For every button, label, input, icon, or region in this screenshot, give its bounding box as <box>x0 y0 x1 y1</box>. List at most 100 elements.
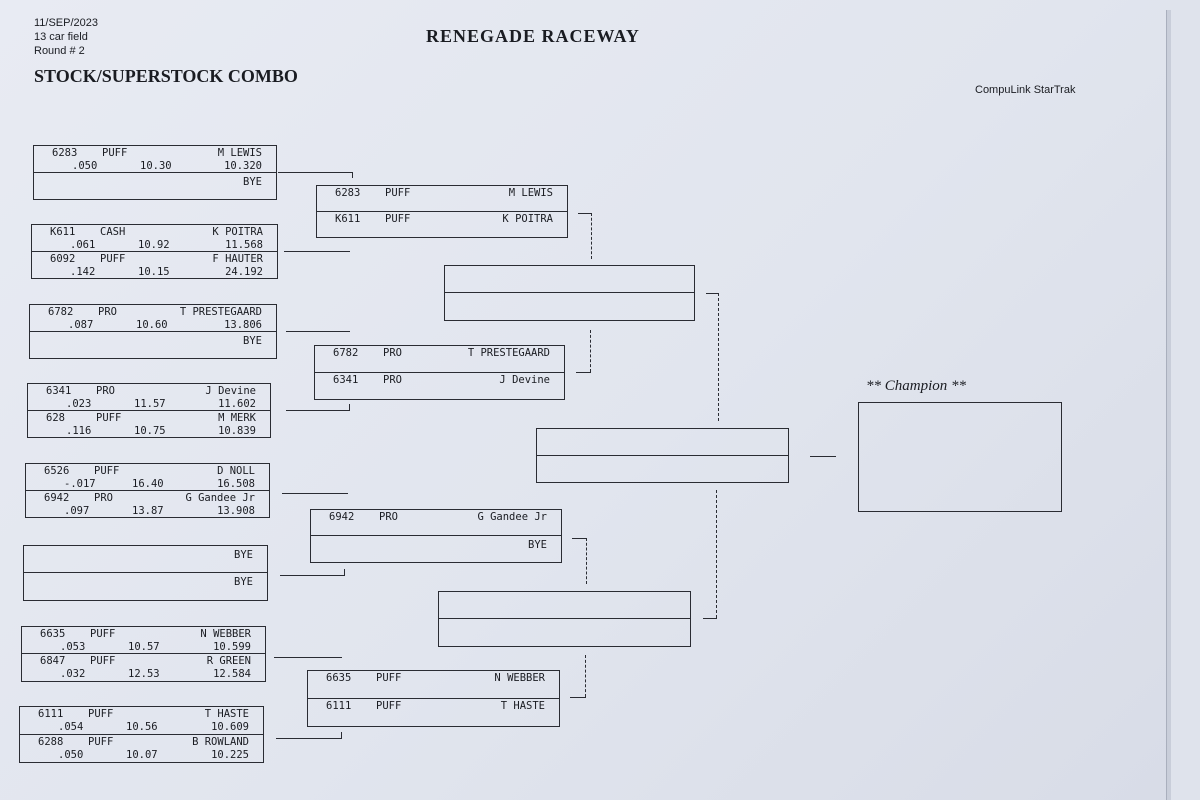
car-class: PUFF <box>90 628 116 640</box>
reaction-time: .050 <box>58 748 84 761</box>
dial-in: 10.56 <box>126 721 158 733</box>
dial-in: 12.53 <box>128 668 160 680</box>
round3-matchup-2 <box>438 591 691 647</box>
elapsed-time: 11.602 <box>218 398 256 410</box>
car-number: 6635 <box>40 628 66 640</box>
car-number: 6942 <box>329 511 355 523</box>
champion-label: ** Champion ** <box>866 378 967 394</box>
lane-bottom: 6288 PUFF B ROWLAND .050 10.07 10.225 <box>20 735 263 763</box>
dial-in: 10.57 <box>128 641 160 653</box>
reaction-time: .054 <box>58 721 84 733</box>
driver-name: M LEWIS <box>508 187 553 199</box>
connector <box>280 575 344 576</box>
driver-name: F HAUTER <box>212 252 263 265</box>
elapsed-time: 16.508 <box>217 478 255 490</box>
driver-name: D NOLL <box>217 465 255 477</box>
field-size: 13 car field <box>34 31 88 43</box>
car-number: 6782 <box>333 347 359 359</box>
connector <box>706 293 719 294</box>
reaction-time: .087 <box>68 319 94 331</box>
driver-name: K POITRA <box>502 212 553 225</box>
driver-name: M MERK <box>218 411 256 424</box>
car-class: PRO <box>94 491 113 504</box>
driver-name: N WEBBER <box>494 672 545 684</box>
car-number: 6111 <box>38 708 64 720</box>
connector <box>718 293 719 421</box>
car-number: 6942 <box>44 491 70 504</box>
driver-name: B ROWLAND <box>192 735 249 748</box>
bye-label: BYE <box>234 549 253 561</box>
reaction-time: .142 <box>70 265 96 278</box>
connector <box>341 732 342 739</box>
lane-bottom <box>439 619 690 646</box>
connector <box>572 538 586 539</box>
champion-box <box>858 402 1062 512</box>
elapsed-time: 10.225 <box>211 748 249 761</box>
lane-top <box>439 592 690 619</box>
car-class: PUFF <box>102 147 128 159</box>
class-title: STOCK/SUPERSTOCK COMBO <box>34 66 298 86</box>
dial-in: 10.15 <box>138 265 170 278</box>
elapsed-time: 11.568 <box>225 239 263 251</box>
dial-in: 10.07 <box>126 748 158 761</box>
connector <box>585 655 586 697</box>
car-class: PUFF <box>385 212 411 225</box>
connector <box>284 251 350 252</box>
car-class: PRO <box>383 347 402 359</box>
car-class: PRO <box>379 511 398 523</box>
reaction-time: .053 <box>60 641 86 653</box>
lane-top: 6942 PRO G Gandee Jr <box>311 510 561 536</box>
reaction-time: .032 <box>60 668 86 680</box>
reaction-time: .116 <box>66 424 92 437</box>
connector <box>278 172 352 173</box>
car-number: 6288 <box>38 735 64 748</box>
reaction-time: .023 <box>66 398 92 410</box>
driver-name: T HASTE <box>204 708 249 720</box>
car-class: PUFF <box>376 672 402 684</box>
lane-top <box>537 429 788 456</box>
lane-bottom <box>445 293 694 320</box>
reaction-time: .050 <box>72 160 98 172</box>
round-number: Round # 2 <box>34 45 85 57</box>
car-class: PUFF <box>88 735 114 748</box>
car-number: K611 <box>335 212 361 225</box>
driver-name: G Gandee Jr <box>477 511 547 523</box>
car-class: PUFF <box>90 655 116 667</box>
car-number: 6847 <box>40 655 66 667</box>
lane-top: BYE <box>24 546 267 573</box>
car-number: 6111 <box>326 699 352 712</box>
dial-in: 10.30 <box>140 160 172 172</box>
driver-name: T PRESTEGAARD <box>467 347 550 359</box>
bye-label: BYE <box>243 334 262 347</box>
race-date: 11/SEP/2023 <box>34 17 99 29</box>
final-matchup <box>536 428 789 483</box>
driver-name: G Gandee Jr <box>185 491 255 504</box>
car-class: PUFF <box>100 252 126 265</box>
car-number: 6782 <box>48 306 74 318</box>
car-class: PUFF <box>88 708 114 720</box>
elapsed-time: 12.584 <box>213 668 251 680</box>
connector <box>590 330 591 372</box>
reaction-time: .061 <box>70 239 96 251</box>
car-class: PUFF <box>96 411 122 424</box>
connector <box>716 490 717 618</box>
driver-name: J Devine <box>499 373 550 386</box>
driver-name: R GREEN <box>206 655 251 667</box>
lane-top: 6782 PRO T PRESTEGAARD <box>315 346 564 373</box>
car-number: 6092 <box>50 252 76 265</box>
dial-in: 16.40 <box>132 478 164 490</box>
elapsed-time: 10.839 <box>218 424 256 437</box>
car-number: 6635 <box>326 672 352 684</box>
